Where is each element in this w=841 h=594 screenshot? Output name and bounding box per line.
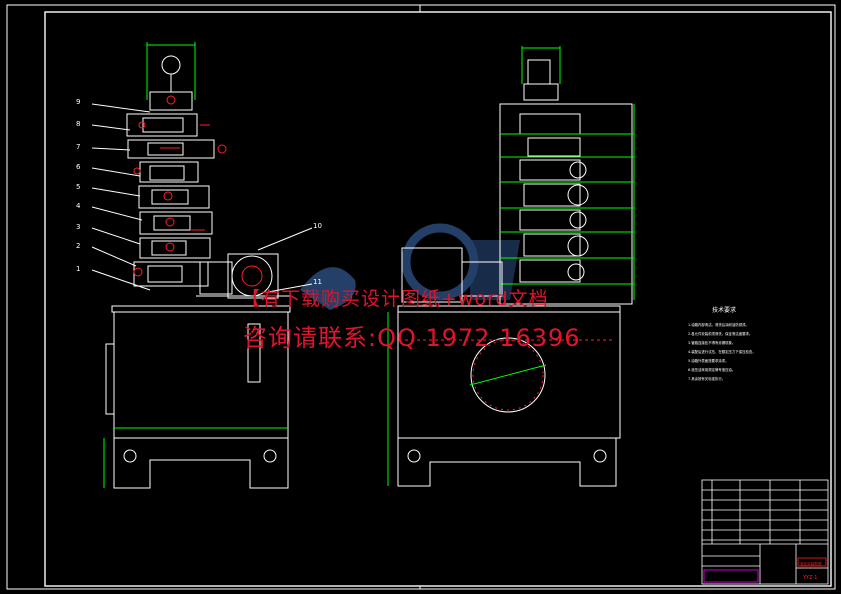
tech-line: 1.油箱内部清洁，清洗后涂耐油防锈漆。 [688,322,749,327]
callout-11: 11 [313,278,322,286]
tech-line: 3.管路连接处不得有渗漏现象。 [688,340,735,345]
callout-numbers: 9 8 7 6 5 4 3 2 1 10 11 [76,98,322,286]
front-view [91,42,313,489]
tech-line: 5.油箱外表面按要求涂漆。 [688,358,729,363]
tech-line: 4.装配后进行试压，在额定压力下保压检查。 [688,349,756,354]
watermark-line-2: 咨询请联系:QQ 1972 16396 [243,324,581,352]
callout-6: 6 [76,163,81,171]
callout-4: 4 [76,202,81,210]
drawing-number: YYZ-1 [802,575,817,581]
title-name: 液压站装配图 [800,561,822,566]
callout-1: 1 [76,265,80,273]
watermark-line-1: 【有下载购买设计图纸+word文档 [241,288,549,310]
callout-8: 8 [76,120,80,128]
tech-title: 技术要求 [712,306,736,314]
callout-10: 10 [313,222,322,230]
logo-watermark [300,223,520,310]
callout-7: 7 [76,143,80,151]
technical-requirements: 技术要求 1.油箱内部清洁，清洗后涂耐油防锈漆。 2.各元件安装前须清洗，保证清… [688,306,756,381]
side-view [387,46,635,487]
callout-5: 5 [76,183,80,191]
tech-line: 6.液压油采用规定牌号液压油。 [688,367,735,372]
callout-2: 2 [76,242,80,250]
title-block [701,479,829,585]
drawing-frame [6,4,836,590]
tech-line: 2.各元件安装前须清洗，保证清洁度要求。 [688,331,752,336]
callout-9: 9 [76,98,80,106]
tech-line: 7.其余按有关标准执行。 [688,376,725,381]
callout-3: 3 [76,223,80,231]
